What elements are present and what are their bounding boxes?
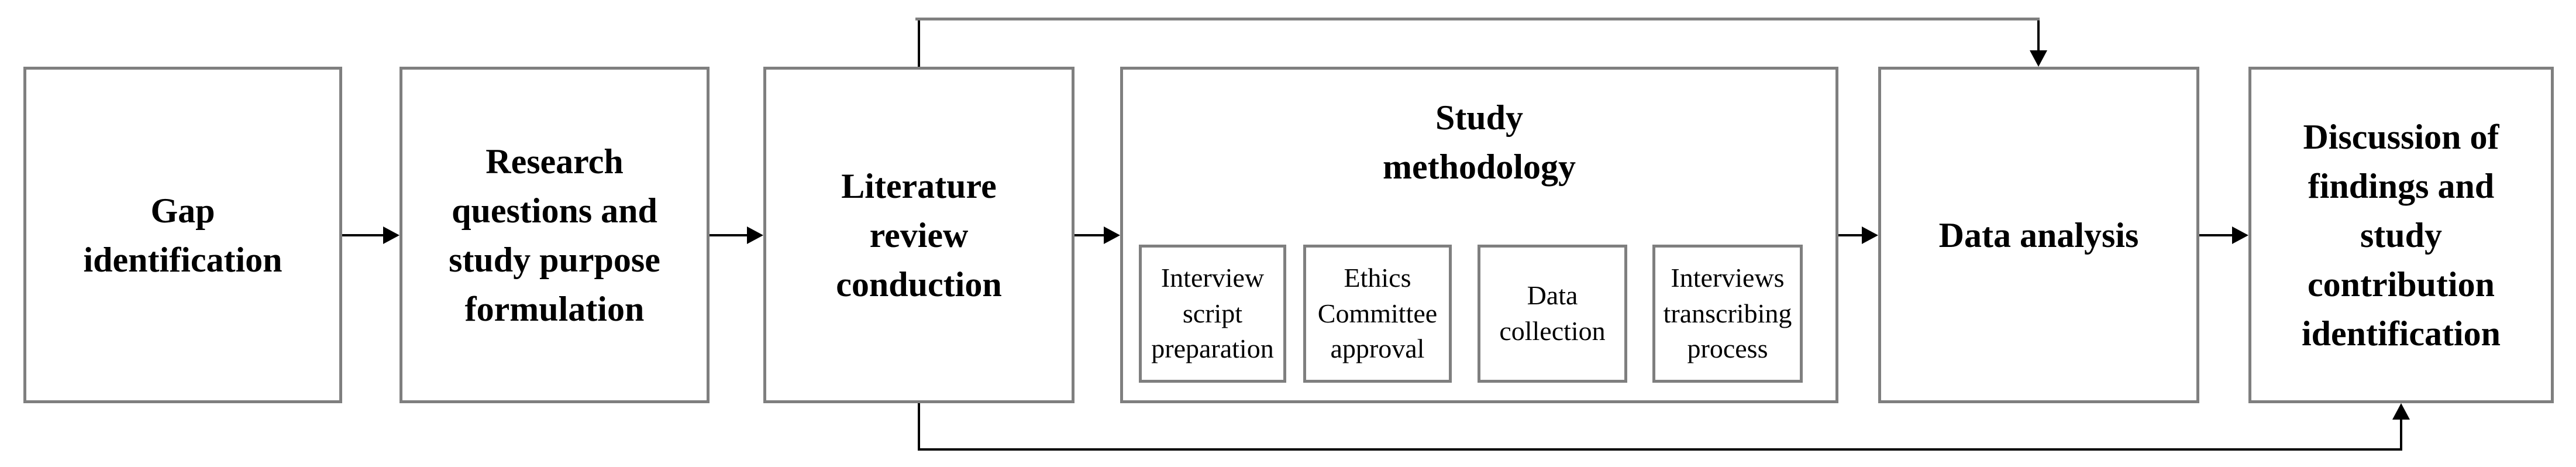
- arrowhead-right-icon: [747, 226, 763, 244]
- box-data-analysis-label: Data analysis: [1938, 215, 2139, 255]
- arrow-literature-to-methodology: [1075, 234, 1105, 236]
- subbox-interviews-transcribing-process: Interviews transcribing process: [1652, 245, 1803, 383]
- subbox-interviews-transcribing-process-label: Interviews transcribing process: [1663, 262, 1792, 364]
- arrow-methodology-to-data-analysis: [1838, 234, 1863, 236]
- box-research-questions-label: Research questions and study purpose for…: [449, 142, 660, 328]
- bottom-bypass-horizontal-line: [918, 448, 2402, 451]
- subbox-data-collection-label: Data collection: [1499, 280, 1606, 346]
- subbox-data-collection: Data collection: [1478, 245, 1627, 383]
- bottom-bypass-riser-line: [2400, 417, 2402, 449]
- subbox-interview-script-preparation-label: Interview script preparation: [1151, 262, 1274, 364]
- arrowhead-right-icon: [2232, 226, 2248, 244]
- box-gap-identification-label: Gap identification: [83, 191, 283, 279]
- box-study-methodology-title: Study methodology: [1383, 98, 1576, 186]
- top-bypass-riser-line: [918, 19, 920, 67]
- top-bypass-drop-line: [2037, 20, 2040, 51]
- box-discussion-of-findings-label: Discussion of findings and study contrib…: [2302, 117, 2501, 353]
- subbox-ethics-committee-approval-label: Ethics Committee approval: [1317, 262, 1438, 364]
- arrowhead-up-icon: [2392, 403, 2410, 420]
- top-bypass-horizontal-line: [915, 18, 2040, 20]
- arrowhead-right-icon: [1104, 226, 1120, 244]
- box-gap-identification: Gap identification: [23, 67, 342, 403]
- box-literature-review: Literature review conduction: [763, 67, 1075, 403]
- arrow-gap-to-research: [342, 234, 384, 236]
- subbox-ethics-committee-approval: Ethics Committee approval: [1303, 245, 1452, 383]
- bottom-bypass-drop-line: [918, 403, 920, 449]
- arrow-research-to-literature: [710, 234, 748, 236]
- arrowhead-right-icon: [383, 226, 400, 244]
- box-research-questions: Research questions and study purpose for…: [400, 67, 710, 403]
- arrowhead-down-icon: [2030, 50, 2047, 67]
- box-data-analysis: Data analysis: [1878, 67, 2199, 403]
- arrow-data-analysis-to-discussion: [2199, 234, 2233, 236]
- box-study-methodology: Study methodology Interview script prepa…: [1120, 67, 1838, 403]
- box-discussion-of-findings: Discussion of findings and study contrib…: [2248, 67, 2554, 403]
- box-literature-review-label: Literature review conduction: [836, 166, 1002, 304]
- subbox-interview-script-preparation: Interview script preparation: [1139, 245, 1286, 383]
- arrowhead-right-icon: [1862, 226, 1878, 244]
